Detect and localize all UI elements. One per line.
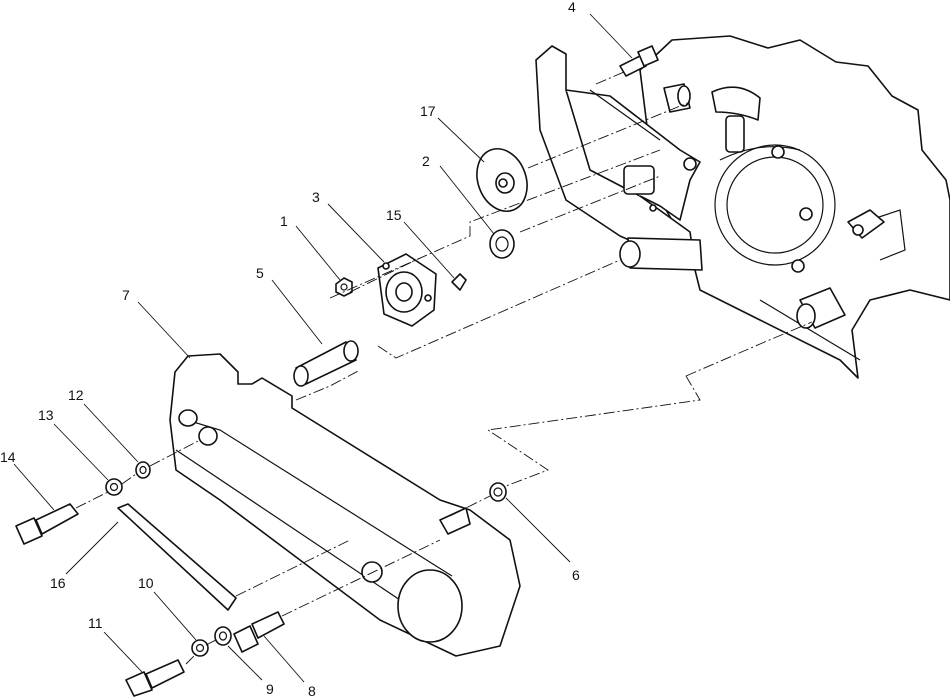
- callout-14: 14: [0, 449, 16, 465]
- callout-7: 7: [122, 287, 130, 303]
- callout-8: 8: [308, 683, 316, 698]
- callout-10: 10: [138, 575, 154, 591]
- callout-6: 6: [572, 567, 580, 583]
- callout-1: 1: [280, 213, 288, 229]
- callout-5: 5: [256, 265, 264, 281]
- bolt-4: [595, 45, 659, 85]
- nut-10: [191, 639, 209, 657]
- callout-4: 4: [568, 0, 576, 15]
- bolt-11: [125, 659, 185, 697]
- leader-lines: [13, 13, 633, 683]
- chain-guide-16: [117, 503, 237, 611]
- callout-labels: 1 2 3 4 5 6 7 8 9 10 11 12 13 14 15 16 1…: [0, 0, 580, 698]
- washer-9: [214, 626, 232, 646]
- callout-16: 16: [50, 575, 66, 591]
- bolt-8: [233, 611, 285, 653]
- pulley-17: [476, 148, 528, 212]
- engine-housing: [639, 35, 950, 379]
- pull-handle-icon: [711, 86, 761, 121]
- callout-3: 3: [312, 189, 320, 205]
- callout-17: 17: [420, 103, 436, 119]
- nut-1: [335, 277, 353, 297]
- spacer-6: [489, 482, 507, 502]
- assembly-centerlines: [75, 101, 813, 665]
- nut-13: [105, 478, 123, 496]
- grease-fitting-15: [451, 273, 467, 291]
- callout-15: 15: [386, 207, 402, 223]
- callout-12: 12: [68, 387, 84, 403]
- callout-9: 9: [266, 681, 274, 697]
- washer-12: [135, 461, 151, 479]
- bearing-plate-3: [377, 253, 437, 327]
- bushing-2: [489, 229, 515, 259]
- bolt-14: [15, 503, 79, 545]
- callout-13: 13: [38, 407, 54, 423]
- spacer-5: [293, 340, 359, 387]
- chaincase-7: [169, 353, 521, 657]
- callout-2: 2: [422, 153, 430, 169]
- callout-11: 11: [88, 615, 103, 631]
